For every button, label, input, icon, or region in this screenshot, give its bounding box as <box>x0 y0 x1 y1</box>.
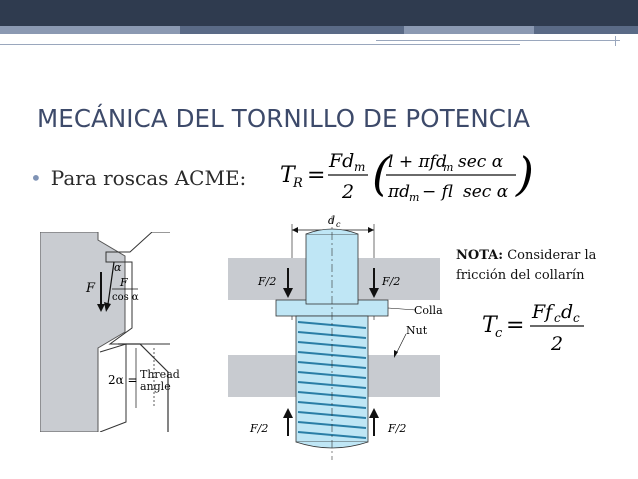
svg-text:c: c <box>573 311 580 325</box>
collar-label: Collar <box>414 304 443 317</box>
strip-segment <box>0 26 180 34</box>
decor-rule <box>376 40 620 41</box>
svg-text:− fl: − fl <box>422 182 453 202</box>
force-half-top-left: F/2 <box>257 275 276 288</box>
force-cos-den: cos α <box>112 292 139 303</box>
svg-text:m: m <box>409 191 419 204</box>
svg-text:Ff: Ff <box>531 301 555 323</box>
decor-rule <box>0 44 520 45</box>
force-half-bottom-left: F/2 <box>249 422 268 435</box>
force-cos-num: F <box>119 276 128 289</box>
svg-text:R: R <box>292 176 303 191</box>
bullet-dot: • <box>30 166 42 190</box>
power-screw-figure: d c F/2 F/2 F/2 F/2 Collar Nut <box>228 214 443 460</box>
svg-text:sec α: sec α <box>458 152 504 172</box>
note-label: NOTA: <box>456 248 504 263</box>
torque-equation: T R = Fd m 2 ( l + πfd m sec α πd m − fl… <box>280 147 534 204</box>
svg-text:d: d <box>561 301 573 323</box>
nut-label: Nut <box>406 324 428 337</box>
thread-angle-line2: angle <box>140 380 171 393</box>
decor-rule <box>615 36 616 46</box>
slide-title: MECÁNICA DEL TORNILLO DE POTENCIA <box>37 104 531 133</box>
svg-text:c: c <box>495 326 503 341</box>
force-label: F <box>85 281 96 296</box>
dc-label: d <box>328 214 335 227</box>
svg-text:sec α: sec α <box>463 182 509 202</box>
svg-text:): ) <box>515 147 534 201</box>
svg-text:T: T <box>280 163 297 188</box>
force-half-bottom-right: F/2 <box>387 422 406 435</box>
slide-top-bar <box>0 0 638 26</box>
thread-profile-figure: α F F cos α 2α = <box>40 232 170 432</box>
svg-text:(: ( <box>372 147 391 201</box>
two-alpha-label: 2α = <box>108 373 138 387</box>
svg-text:=: = <box>307 163 325 188</box>
strip-segment <box>404 26 534 34</box>
note-text: NOTA: Considerar la fricción del collarí… <box>456 246 626 286</box>
dc-sub-label: c <box>336 220 341 229</box>
force-half-top-right: F/2 <box>381 275 400 288</box>
alpha-label: α <box>114 261 122 274</box>
svg-text:c: c <box>554 311 561 325</box>
bullet-text: Para roscas ACME: <box>50 166 247 190</box>
svg-text:πd: πd <box>387 182 410 202</box>
thread-angle-line1: Thread <box>140 368 180 381</box>
svg-text:2: 2 <box>341 181 354 203</box>
slide-top-strip <box>0 26 638 34</box>
svg-text:m: m <box>443 161 453 174</box>
svg-text:=: = <box>506 313 524 338</box>
bullet-item: • Para roscas ACME: <box>30 166 246 190</box>
collar-torque-equation: T c = Ff c d c 2 <box>482 301 584 355</box>
thread-angle-label: Thread angle <box>140 369 180 393</box>
svg-text:l + πfd: l + πfd <box>388 152 447 172</box>
svg-text:Fd: Fd <box>328 150 354 172</box>
svg-text:m: m <box>354 160 365 174</box>
svg-text:2: 2 <box>550 333 563 355</box>
note-body: Considerar la fricción del collarín <box>456 248 597 283</box>
svg-text:T: T <box>482 313 499 338</box>
